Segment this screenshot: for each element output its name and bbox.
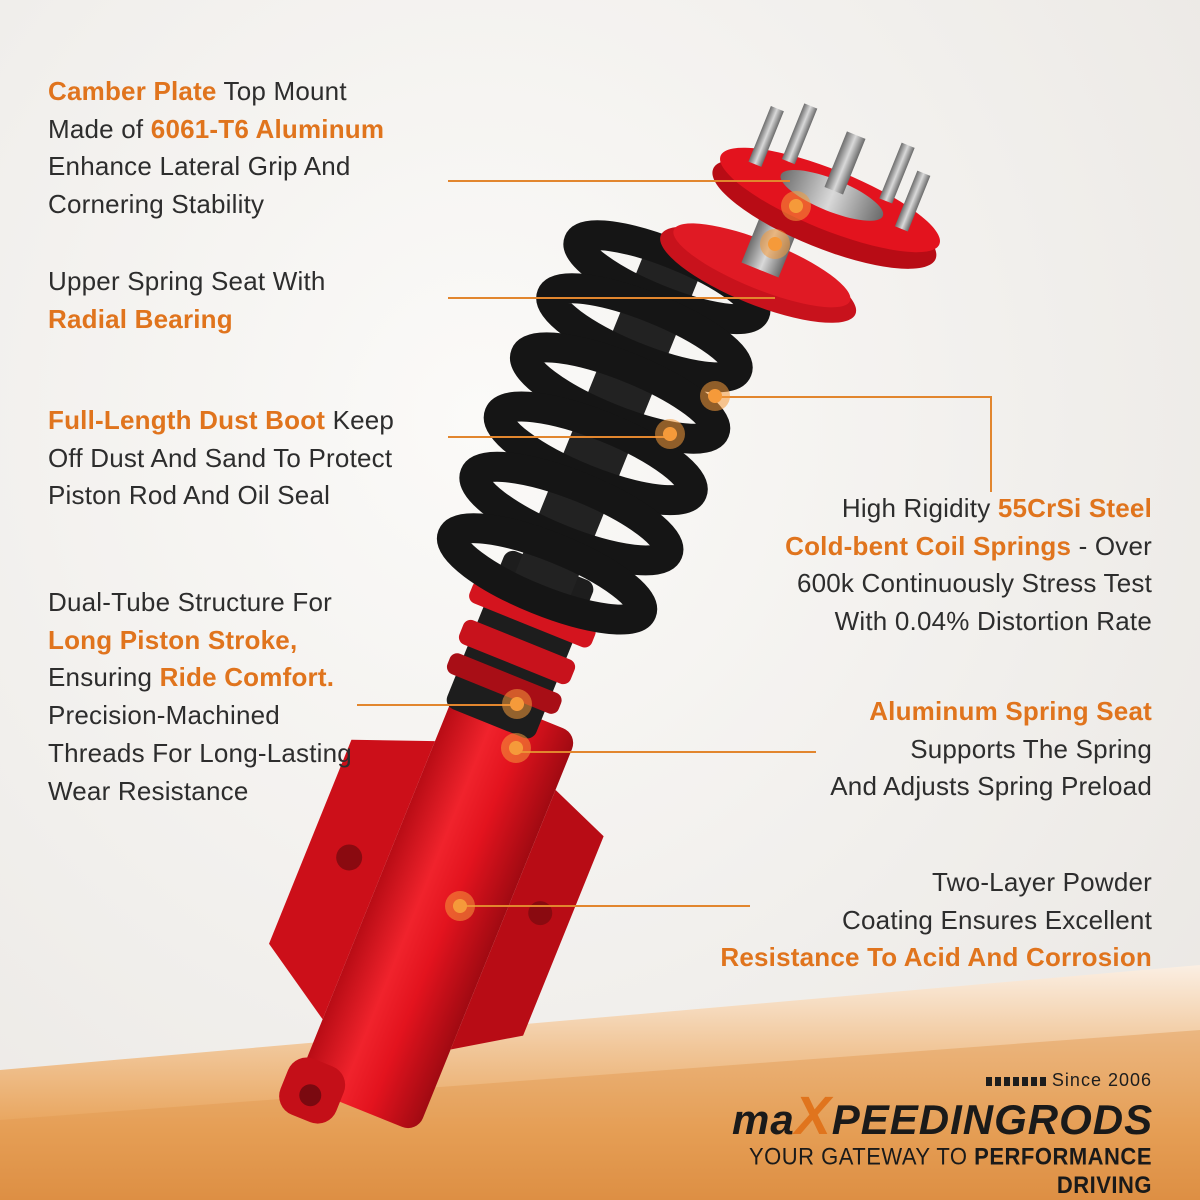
leader-line-powder-coating	[460, 905, 750, 907]
dual-tube-text-1-0: Long Piston Stroke,	[48, 624, 298, 655]
aluminum-spring-seat-text-1-0: Supports The Spring	[910, 733, 1152, 764]
callout-dot-dust-boot	[655, 419, 685, 449]
dust-boot-text-0-1: Keep	[325, 405, 395, 435]
callout-dot-aluminum-spring-seat	[501, 733, 531, 763]
aluminum-spring-seat-text-0-0: Aluminum Spring Seat	[869, 696, 1152, 726]
leader-line-dual-tube	[357, 704, 517, 706]
camber-plate-text-2-0: Enhance Lateral Grip And	[48, 151, 351, 182]
brand-logo: maXPEEDINGRODS	[732, 1089, 1154, 1143]
coil-springs-text-2-0: 600k Continuously Stress Test	[796, 568, 1152, 599]
callout-dot-dual-tube	[502, 689, 532, 719]
dual-tube-text-5-0: Wear Resistance	[48, 775, 249, 806]
brand-logo-pre: ma	[732, 1096, 795, 1143]
coil-springs-text-1-1: - Over	[1071, 530, 1152, 561]
camber-plate-text-0-0: Camber Plate	[48, 76, 217, 106]
upper-spring-seat-text-1-0: Radial Bearing	[48, 303, 233, 334]
speed-lines-icon	[985, 1076, 1046, 1086]
dust-boot-text-2-0: Piston Rod And Oil Seal	[48, 480, 331, 511]
brand-block: Since 2006 maXPEEDINGRODS YOUR GATEWAY T…	[732, 1070, 1154, 1199]
coil-springs-text-1-0: Cold-bent Coil Springs	[785, 530, 1072, 561]
powder-coating-text-1-0: Coating Ensures Excellent	[842, 904, 1152, 935]
camber-plate-text-1-1: 6061-T6 Aluminum	[150, 113, 385, 144]
brand-since: Since 2006	[732, 1070, 1152, 1091]
callout-dot-coil-springs	[700, 381, 730, 411]
leader-line-coil-springs	[715, 396, 992, 398]
dual-tube-text-2-0: Ensuring	[48, 662, 160, 693]
camber-plate-text-1-0: Made of	[48, 113, 151, 144]
dust-boot-text-0-0: Full-Length Dust Boot	[48, 405, 326, 435]
dual-tube-text-4-0: Threads For Long-Lasting	[48, 737, 352, 768]
powder-coating-text-2-0: Resistance To Acid And Corrosion	[720, 942, 1152, 973]
coil-springs-text-3-0: With 0.04% Distortion Rate	[834, 606, 1152, 637]
aluminum-spring-seat-text-2-0: And Adjusts Spring Preload	[830, 771, 1152, 802]
brand-tagline-pre: YOUR GATEWAY TO	[748, 1142, 975, 1170]
callout-dot-upper-spring-seat	[760, 229, 790, 259]
camber-plate-text-3-0: Cornering Stability	[48, 189, 265, 220]
leader-line-dust-boot	[448, 436, 670, 438]
brand-tagline-bold: PERFORMANCE DRIVING	[974, 1142, 1152, 1199]
callout-dot-powder-coating	[445, 891, 475, 921]
upper-spring-seat-text-0-0: Upper Spring Seat With	[48, 266, 326, 296]
brand-logo-x: X	[794, 1086, 832, 1146]
coil-springs-text-0-1: 55CrSi Steel	[997, 493, 1152, 523]
dust-boot-text-1-0: Off Dust And Sand To Protect	[48, 442, 393, 473]
dual-tube-text-2-1: Ride Comfort.	[159, 662, 335, 693]
brand-since-text: Since 2006	[1051, 1070, 1152, 1090]
powder-coating-text-0-0: Two-Layer Powder	[932, 867, 1152, 897]
brand-logo-post: PEEDINGRODS	[831, 1096, 1154, 1143]
leader-line-coil-springs-vertical	[990, 396, 992, 492]
brand-tagline: YOUR GATEWAY TO PERFORMANCE DRIVING	[732, 1142, 1152, 1199]
leader-line-upper-spring-seat	[448, 297, 775, 299]
callout-dot-camber-plate	[781, 191, 811, 221]
dual-tube-text-0-0: Dual-Tube Structure For	[48, 587, 332, 617]
leader-line-aluminum-spring-seat	[516, 751, 816, 753]
coil-springs-text-0-0: High Rigidity	[841, 493, 998, 523]
camber-plate-text-0-1: Top Mount	[216, 76, 347, 106]
dual-tube-text-3-0: Precision-Machined	[48, 700, 280, 731]
leader-line-camber-plate	[448, 180, 790, 182]
